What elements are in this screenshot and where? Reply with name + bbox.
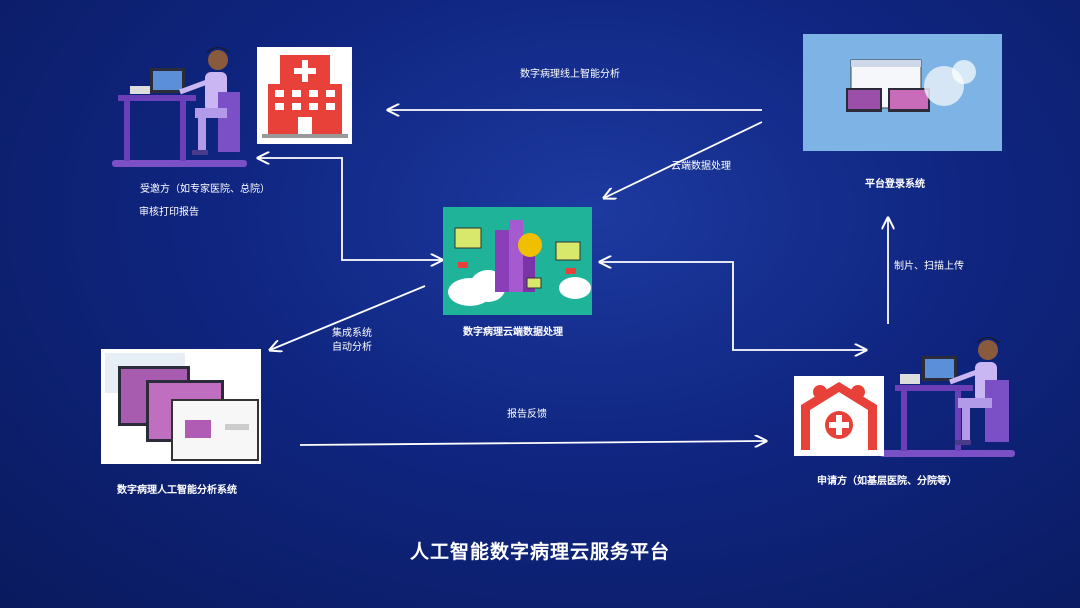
platform-login-label: 平台登录系统 [865,179,925,190]
edge-label-integrate-1: 集成系统 [332,328,372,339]
arrow-cloud-receiver [258,158,442,260]
edge-label-integrate-2: 自动分析 [332,342,372,353]
arrow-feedback [299,441,766,445]
cloud-processing-illustration [443,207,592,315]
receiver-hospital-icon [257,47,352,144]
cloud-label: 数字病理云端数据处理 [463,327,563,338]
applicant-hospital-icon [794,376,884,456]
edge-label-cloud-processing: 云端数据处理 [671,161,731,172]
ai-analysis-screenshot [101,349,261,464]
ai-system-label: 数字病理人工智能分析系统 [117,485,237,496]
receiver-label: 受邀方（如专家医院、总院） [140,184,270,195]
edge-label-online-analysis: 数字病理线上智能分析 [520,69,620,80]
arrow-cloud-to-ai [270,285,426,350]
receiver-sub-label: 审核打印报告 [139,207,199,218]
arrow-platform-to-cloud [604,121,763,198]
edge-label-upload: 制片、扫描上传 [894,261,964,272]
arrow-cloud-applicant [600,262,866,350]
applicant-doctor-figure [880,337,1015,457]
receiver-doctor-figure [112,47,247,167]
platform-login-screenshot [803,34,1002,151]
diagram-title: 人工智能数字病理云服务平台 [409,541,670,563]
applicant-label: 申请方（如基层医院、分院等） [817,476,957,487]
edge-label-feedback: 报告反馈 [507,409,547,420]
